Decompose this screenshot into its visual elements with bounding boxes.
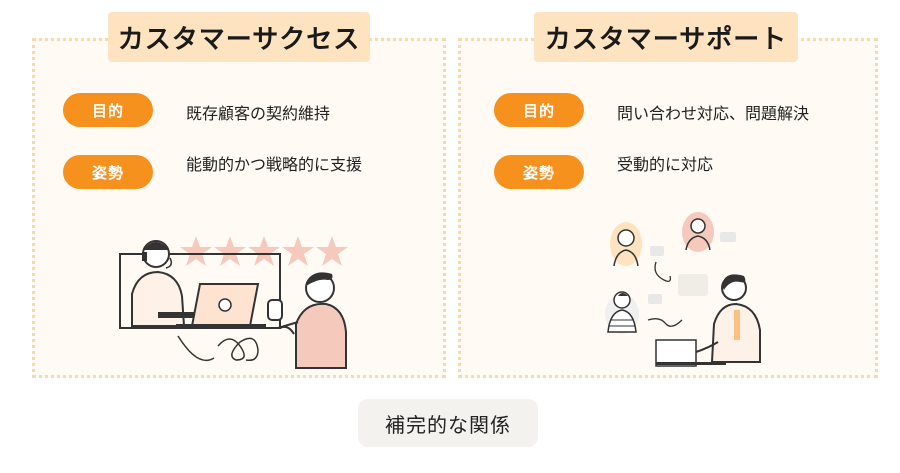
customer-success-illustration: [119, 236, 348, 369]
customer-avatar-icon: [682, 212, 714, 252]
rating-stars-icon: [180, 236, 348, 266]
customer-avatar-icon: [605, 291, 639, 334]
success-purpose-text: 既存顧客の契約維持: [186, 104, 331, 123]
customer-support-title: カスタマーサポート: [534, 12, 798, 62]
success-purpose-label: 目的: [63, 93, 153, 127]
customer-support-illustration: [605, 212, 761, 367]
support-stance-label: 姿勢: [494, 155, 584, 189]
complementary-relationship-label: 補完的な関係: [358, 399, 538, 447]
support-stance-text: 受動的に対応: [617, 155, 714, 174]
support-purpose-text: 問い合わせ対応、問題解決: [617, 104, 810, 123]
customer-avatar-icon: [610, 222, 642, 267]
support-purpose-label: 目的: [494, 93, 584, 127]
success-stance-label: 姿勢: [63, 155, 153, 189]
success-stance-text: 能動的かつ戦略的に支援: [186, 155, 363, 174]
customer-success-title: カスタマーサクセス: [108, 12, 370, 62]
chat-bubble-icon: [648, 232, 736, 304]
